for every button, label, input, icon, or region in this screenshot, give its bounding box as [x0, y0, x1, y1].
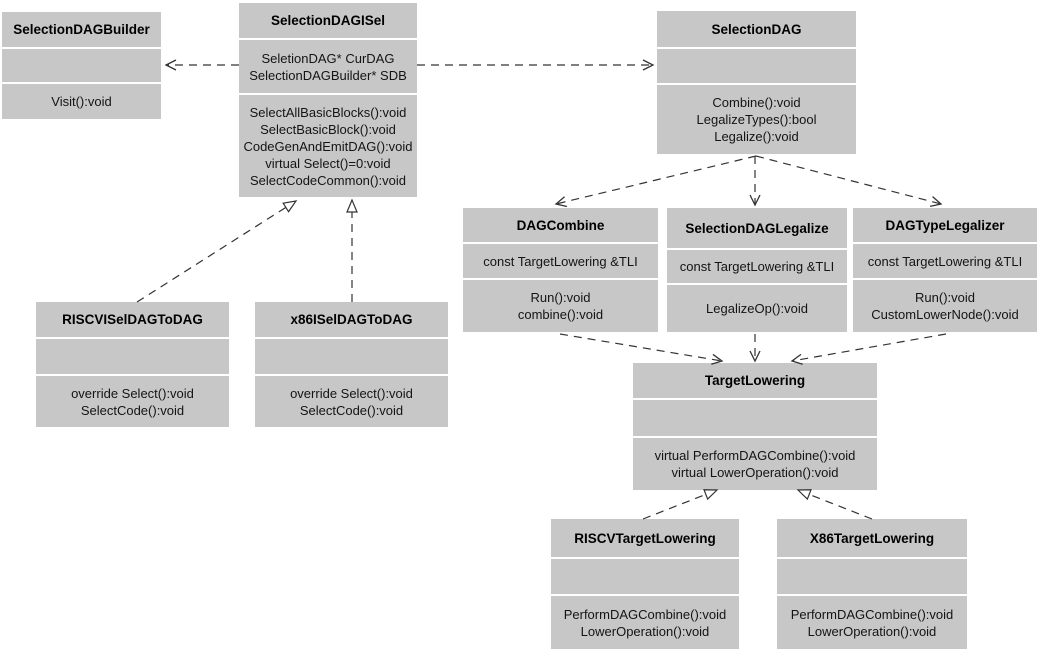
- class-methods: override Select():void SelectCode():void: [36, 376, 229, 427]
- arrow-x86tl-to-targetlowering: [796, 489, 873, 520]
- class-attributes: [633, 400, 877, 436]
- class-attributes: [777, 559, 967, 594]
- class-box-x86-target-lowering: X86TargetLowering PerformDAGCombine():vo…: [777, 519, 967, 651]
- class-attributes: [551, 559, 739, 594]
- class-methods: LegalizeOp():void: [667, 285, 847, 332]
- class-title: x86ISelDAGToDAG: [255, 302, 448, 337]
- class-box-selection-dag-builder: SelectionDAGBuilder Visit():void: [2, 12, 161, 121]
- class-attributes: [657, 49, 856, 83]
- class-methods: PerformDAGCombine():void LowerOperation(…: [777, 596, 967, 649]
- class-box-riscv-isel-dag-to-dag: RISCVISelDAGToDAG override Select():void…: [36, 302, 229, 429]
- class-box-dag-combine: DAGCombine const TargetLowering &TLI Run…: [463, 208, 658, 334]
- class-methods: override Select():void SelectCode():void: [255, 376, 448, 427]
- class-attributes: const TargetLowering &TLI: [463, 244, 658, 278]
- class-title: X86TargetLowering: [777, 519, 967, 557]
- class-attributes: [255, 339, 448, 374]
- class-methods: Run():void CustomLowerNode():void: [853, 280, 1037, 332]
- arrow-riscvtl-to-targetlowering: [642, 489, 719, 520]
- arrow-selectiondag-to-dagcombine: [554, 155, 757, 208]
- class-box-selection-dag: SelectionDAG Combine():void LegalizeType…: [657, 11, 856, 156]
- class-box-riscv-target-lowering: RISCVTargetLowering PerformDAGCombine():…: [551, 519, 739, 651]
- class-box-x86-isel-dag-to-dag: x86ISelDAGToDAG override Select():void S…: [255, 302, 448, 429]
- class-attributes: [2, 49, 161, 82]
- arrow-riscvisel-to-isel: [136, 200, 298, 303]
- class-title: SelectionDAGBuilder: [2, 12, 161, 47]
- class-methods: SelectAllBasicBlocks():void SelectBasicB…: [239, 95, 417, 197]
- class-attributes: SeletionDAG* CurDAG SelectionDAGBuilder*…: [239, 40, 417, 93]
- class-title: DAGCombine: [463, 208, 658, 242]
- class-title: SelectionDAGISel: [239, 3, 417, 38]
- class-methods: PerformDAGCombine():void LowerOperation(…: [551, 596, 739, 649]
- class-attributes: [36, 339, 229, 374]
- class-attributes: const TargetLowering &TLI: [667, 250, 847, 283]
- class-box-selection-dag-legalize: SelectionDAGLegalize const TargetLowerin…: [667, 208, 847, 334]
- class-methods: virtual PerformDAGCombine():void virtual…: [633, 438, 877, 490]
- class-title: DAGTypeLegalizer: [853, 208, 1037, 242]
- arrow-selectiondag-to-typelegalizer: [755, 155, 943, 207]
- class-box-selection-dag-isel: SelectionDAGISel SeletionDAG* CurDAG Sel…: [239, 3, 417, 199]
- class-box-dag-type-legalizer: DAGTypeLegalizer const TargetLowering &T…: [853, 208, 1037, 334]
- class-methods: Run():void combine():void: [463, 280, 658, 332]
- arrow-typelegalizer-to-targetlowering: [790, 333, 947, 365]
- class-attributes: const TargetLowering &TLI: [853, 244, 1037, 278]
- class-title: SelectionDAG: [657, 11, 856, 47]
- class-box-target-lowering: TargetLowering virtual PerformDAGCombine…: [633, 363, 877, 492]
- class-title: SelectionDAGLegalize: [667, 208, 847, 248]
- arrow-dagcombine-to-targetlowering: [559, 333, 724, 365]
- class-title: TargetLowering: [633, 363, 877, 398]
- class-title: RISCVISelDAGToDAG: [36, 302, 229, 337]
- class-title: RISCVTargetLowering: [551, 519, 739, 557]
- class-methods: Visit():void: [2, 84, 161, 119]
- class-methods: Combine():void LegalizeTypes():bool Lega…: [657, 85, 856, 154]
